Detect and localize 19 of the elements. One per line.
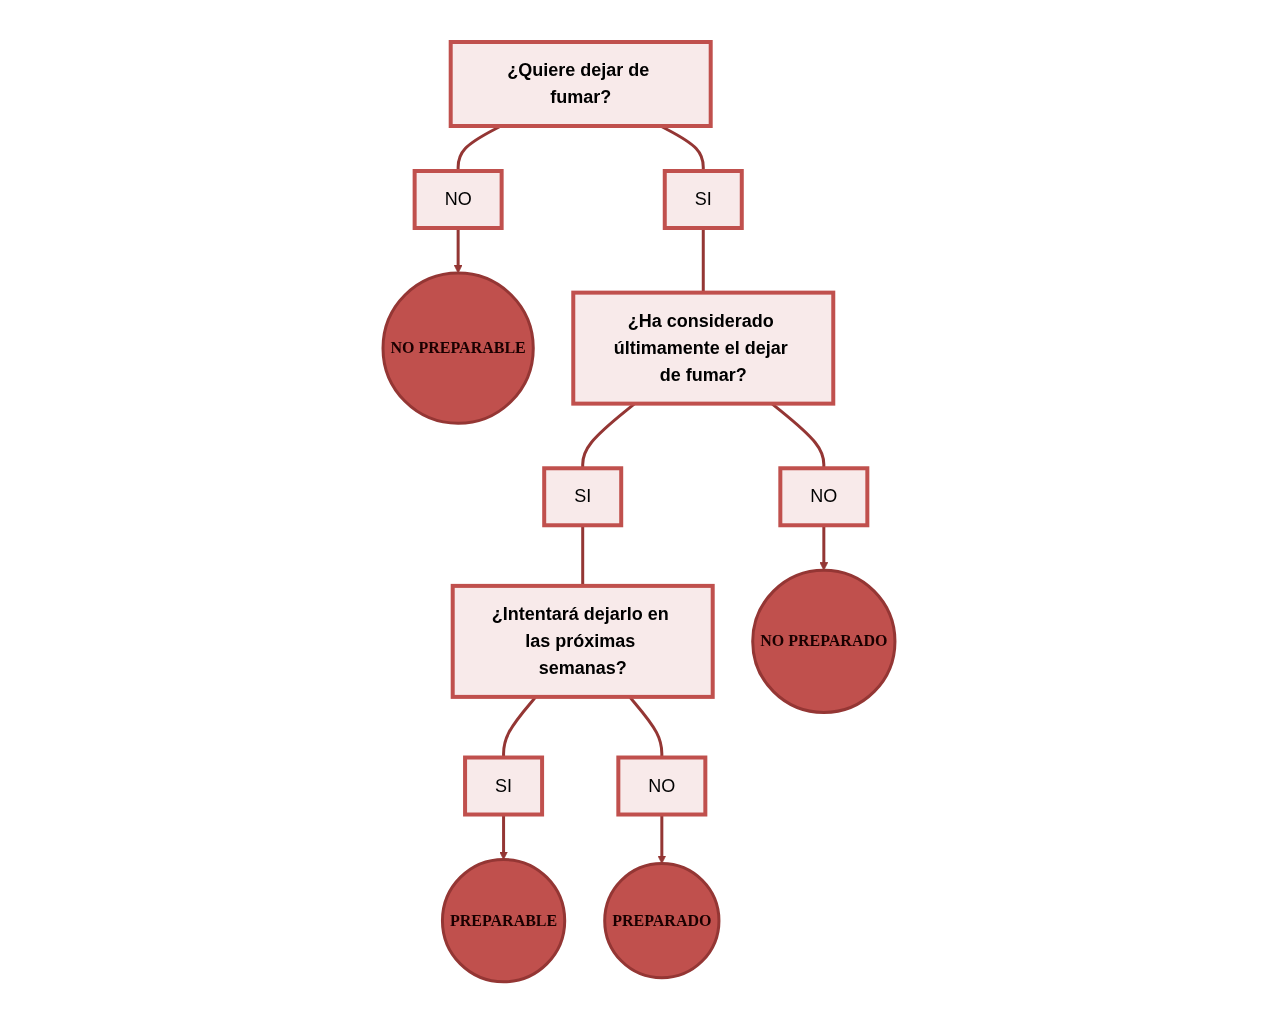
- node-box: NO: [412, 168, 504, 230]
- node-box: ¿Ha considerado últimamente el dejar de fumar?: [570, 290, 835, 406]
- node-box: ¿Quiere dejar de fumar?: [448, 39, 713, 128]
- arrow: [656, 814, 666, 864]
- node-box: SI: [462, 755, 544, 817]
- node-box: NO: [777, 465, 869, 527]
- node-box: SI: [662, 168, 744, 230]
- node-circle: NO PREPARADO: [750, 568, 896, 714]
- arrow: [453, 227, 463, 273]
- arrow: [818, 524, 828, 571]
- node-box: SI: [541, 465, 623, 527]
- connector: [701, 227, 705, 293]
- connector: [580, 524, 584, 586]
- node-circle: PREPARABLE: [440, 857, 566, 983]
- node-box: ¿Intentará dejarlo en las próximas semanas?: [450, 583, 715, 699]
- node-box: NO: [615, 755, 707, 817]
- arrow: [498, 814, 508, 860]
- node-circle: PREPARADO: [602, 861, 720, 979]
- node-circle: NO PREPARABLE: [381, 271, 535, 425]
